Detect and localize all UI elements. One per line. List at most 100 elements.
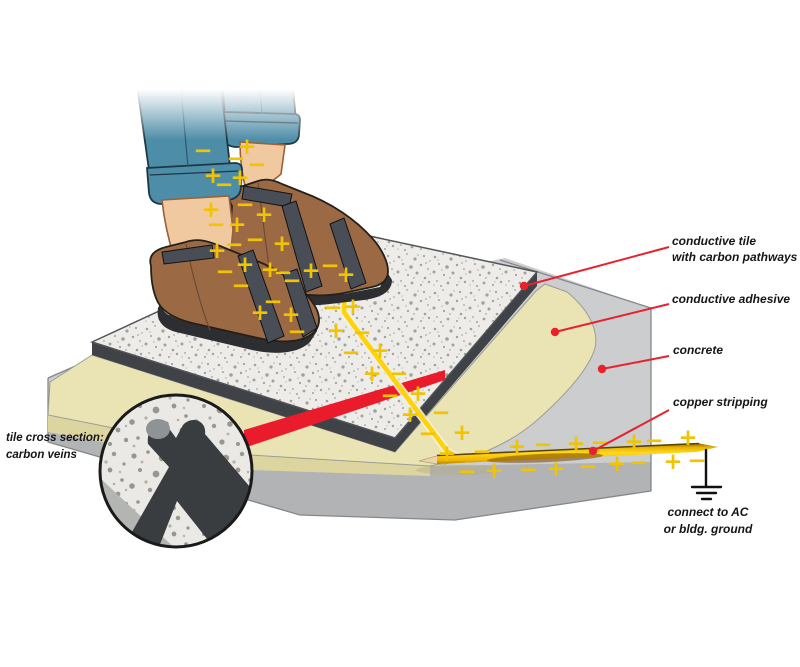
tile-cross-section-inset [98,393,254,549]
plus-charge: + [281,302,300,328]
charges-layer: −+−−++−+−+−+−++−+−+−+−+−−−++−−++−−++−−++… [193,134,706,485]
minus-charge: − [629,450,648,476]
plus-charge: + [678,425,697,451]
callout-label-copper-stripping-line1: copper stripping [673,395,768,409]
minus-charge: − [418,421,437,447]
carbon-vein [128,420,252,547]
callout-label-conductive-tile-line2: with carbon pathways [672,250,798,264]
minus-charge: − [341,340,360,366]
front-sandal-strap [237,249,285,344]
minus-charge: − [533,432,552,458]
callout-dot-copper-stripping [588,446,598,456]
plus-charge: + [260,257,279,283]
plus-charge: + [227,212,246,238]
cuff-fold-line [149,170,240,176]
leg-fade-overlay [118,62,314,142]
plus-charge: + [250,300,269,326]
minus-charge: − [518,457,537,483]
minus-charge: − [352,320,371,346]
back-sandal-toe-strap [329,217,367,290]
minus-charge: − [214,172,233,198]
plus-charge: + [408,381,427,407]
ground-symbol [690,448,723,501]
minus-charge: − [457,459,476,485]
minus-charge: − [247,152,266,178]
adhesive-front-face [48,415,430,476]
plus-charge: + [607,451,626,477]
front-sandal-toe-strap [282,268,318,338]
inset-label-line2: carbon veins [6,449,77,461]
plus-charge: + [207,238,226,264]
minus-charge: − [226,146,245,172]
callout-label-conductive-adhesive-line1: conductive adhesive [672,292,790,306]
plus-charge: + [343,294,362,320]
minus-charge: − [431,400,450,426]
plus-charge: + [437,441,456,467]
plus-charge: + [326,318,345,344]
ground-label-line1: connect to AC [668,505,749,519]
back-sandal-strap [281,200,323,293]
callout-dot-conductive-tile [519,281,529,291]
callout-label-concrete-line1: concrete [673,343,723,357]
plus-charge: + [546,456,565,482]
plus-charge: + [272,231,291,257]
minus-charge: − [320,253,339,279]
plus-charge: + [336,262,355,288]
plus-charge: + [254,202,273,228]
jeans-front-cuff [146,162,243,205]
copper-strip [416,442,718,475]
minus-charge: − [389,361,408,387]
minus-charge: − [215,259,234,285]
minus-charge: − [224,232,243,258]
minus-charge: − [273,260,292,286]
minus-charge: − [282,268,301,294]
plus-charge: + [203,163,222,189]
ground-label-line2: or bldg. ground [664,522,753,536]
minus-charge: − [578,454,597,480]
strip-tarnish [487,453,603,463]
callout-label-conductive-tile-line1: conductive tile [672,234,756,248]
tile-edge-band [92,272,537,452]
minus-charge: − [235,192,254,218]
plus-charge: + [235,252,254,278]
front-sandal-ankle-strap [161,244,215,265]
plus-charge: + [484,458,503,484]
plus-charge: + [400,402,419,428]
callout-dot-concrete [597,364,607,374]
callout-line-conductive-adhesive [554,303,670,333]
callout-dot-conductive-adhesive [550,327,560,337]
plus-charge: + [452,420,471,446]
minus-charge: − [323,295,342,321]
minus-charge: − [472,439,491,465]
minus-charge: − [687,448,706,474]
minus-charge: − [245,227,264,253]
plus-charge: + [237,134,256,160]
inset-ring [98,393,254,549]
strip-top-edge [436,442,700,457]
plus-charge: + [362,361,381,387]
callout-line-concrete [601,355,670,370]
callout-line-copper-stripping [592,409,670,452]
minus-charge: − [287,319,306,345]
magnifier-beam [244,370,445,448]
ankle-front [161,195,234,258]
strip-shadow [416,465,500,475]
minus-charge: − [231,273,250,299]
plus-charge: + [566,431,585,457]
minus-charge: − [263,289,282,315]
plus-charge: + [201,197,220,223]
minus-charge: − [206,212,225,238]
callouts-layer: conductive tile with carbon pathways condu… [519,234,798,456]
minus-charge: − [380,383,399,409]
plus-charge: + [507,434,526,460]
plus-charge: + [301,258,320,284]
inset-label-line1: tile cross section: [6,432,104,444]
plus-charge: + [624,429,643,455]
carbon-vein-cap [146,419,170,439]
plus-charge: + [663,449,682,475]
minus-charge: − [644,428,663,454]
minus-charge: − [193,138,212,164]
plus-charge: + [230,165,249,191]
